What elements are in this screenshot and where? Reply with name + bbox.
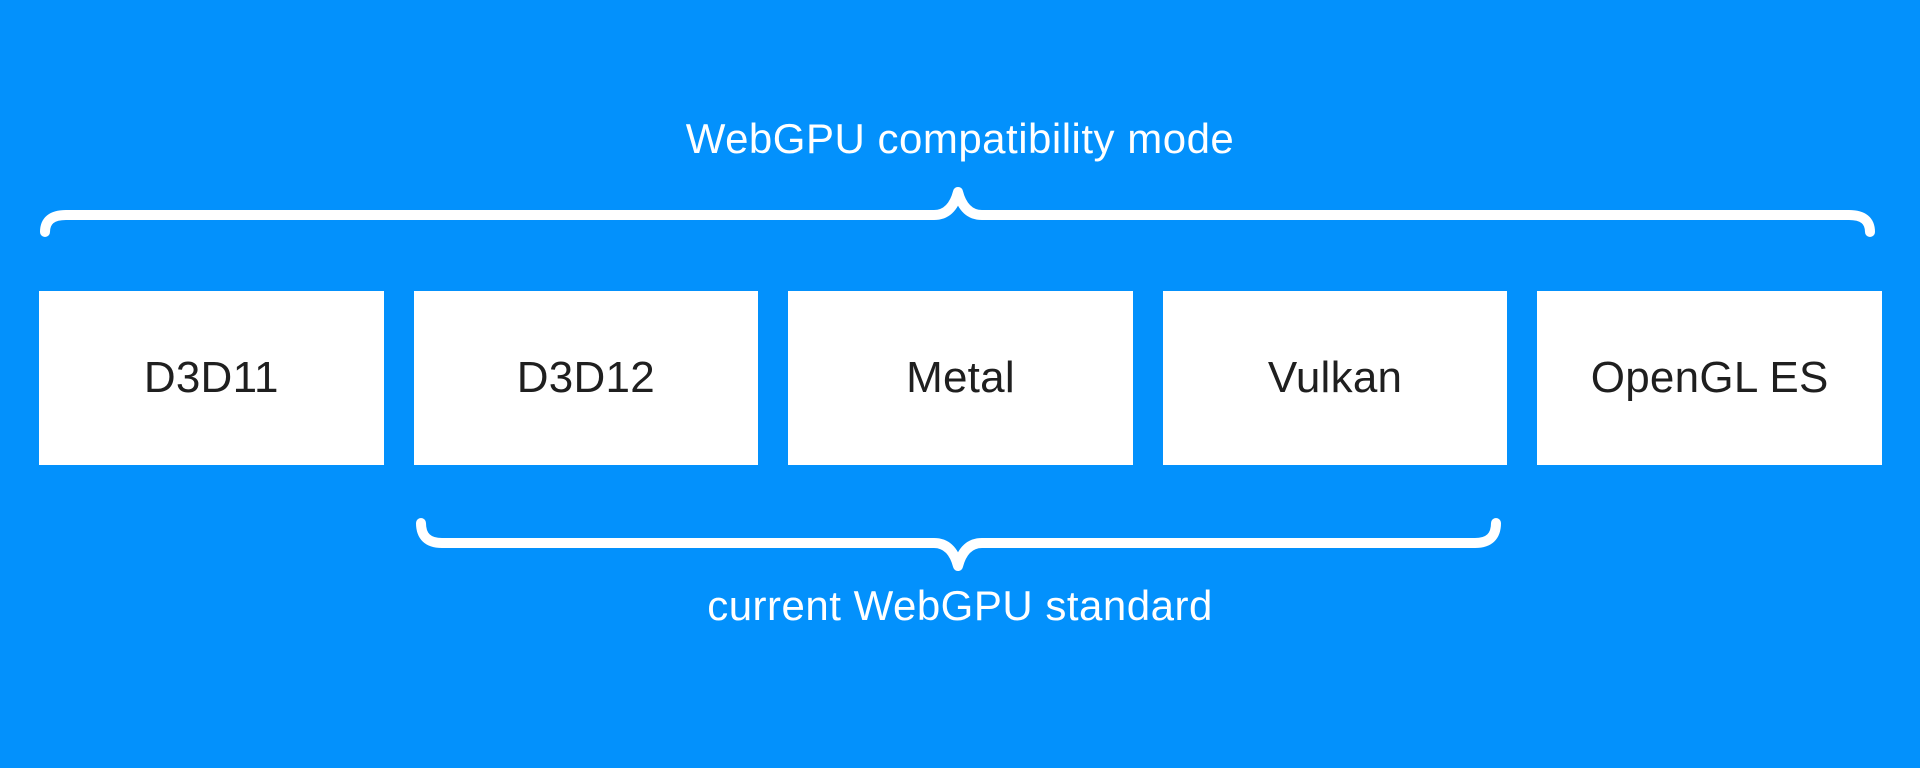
top-brace-label: WebGPU compatibility mode	[685, 115, 1235, 162]
backend-box-label: Vulkan	[1267, 353, 1403, 402]
backend-box-label: D3D12	[516, 353, 655, 402]
backend-box-d3d12: D3D12	[413, 291, 759, 465]
backend-box-d3d11: D3D11	[39, 291, 384, 465]
backend-box-vulkan: Vulkan	[1162, 291, 1508, 465]
backend-box-label: D3D11	[143, 353, 279, 402]
top-brace	[40, 187, 1875, 237]
backend-box-label: Metal	[906, 353, 1015, 402]
bottom-brace	[416, 518, 1501, 571]
bottom-brace-label: current WebGPU standard	[707, 582, 1213, 629]
backend-box-opengl-es: OpenGL ES	[1537, 291, 1882, 465]
backend-boxes-row: D3D11 D3D12 Metal Vulkan OpenGL ES	[39, 291, 1882, 465]
backend-box-label: OpenGL ES	[1590, 353, 1829, 402]
backend-box-metal: Metal	[788, 291, 1133, 465]
